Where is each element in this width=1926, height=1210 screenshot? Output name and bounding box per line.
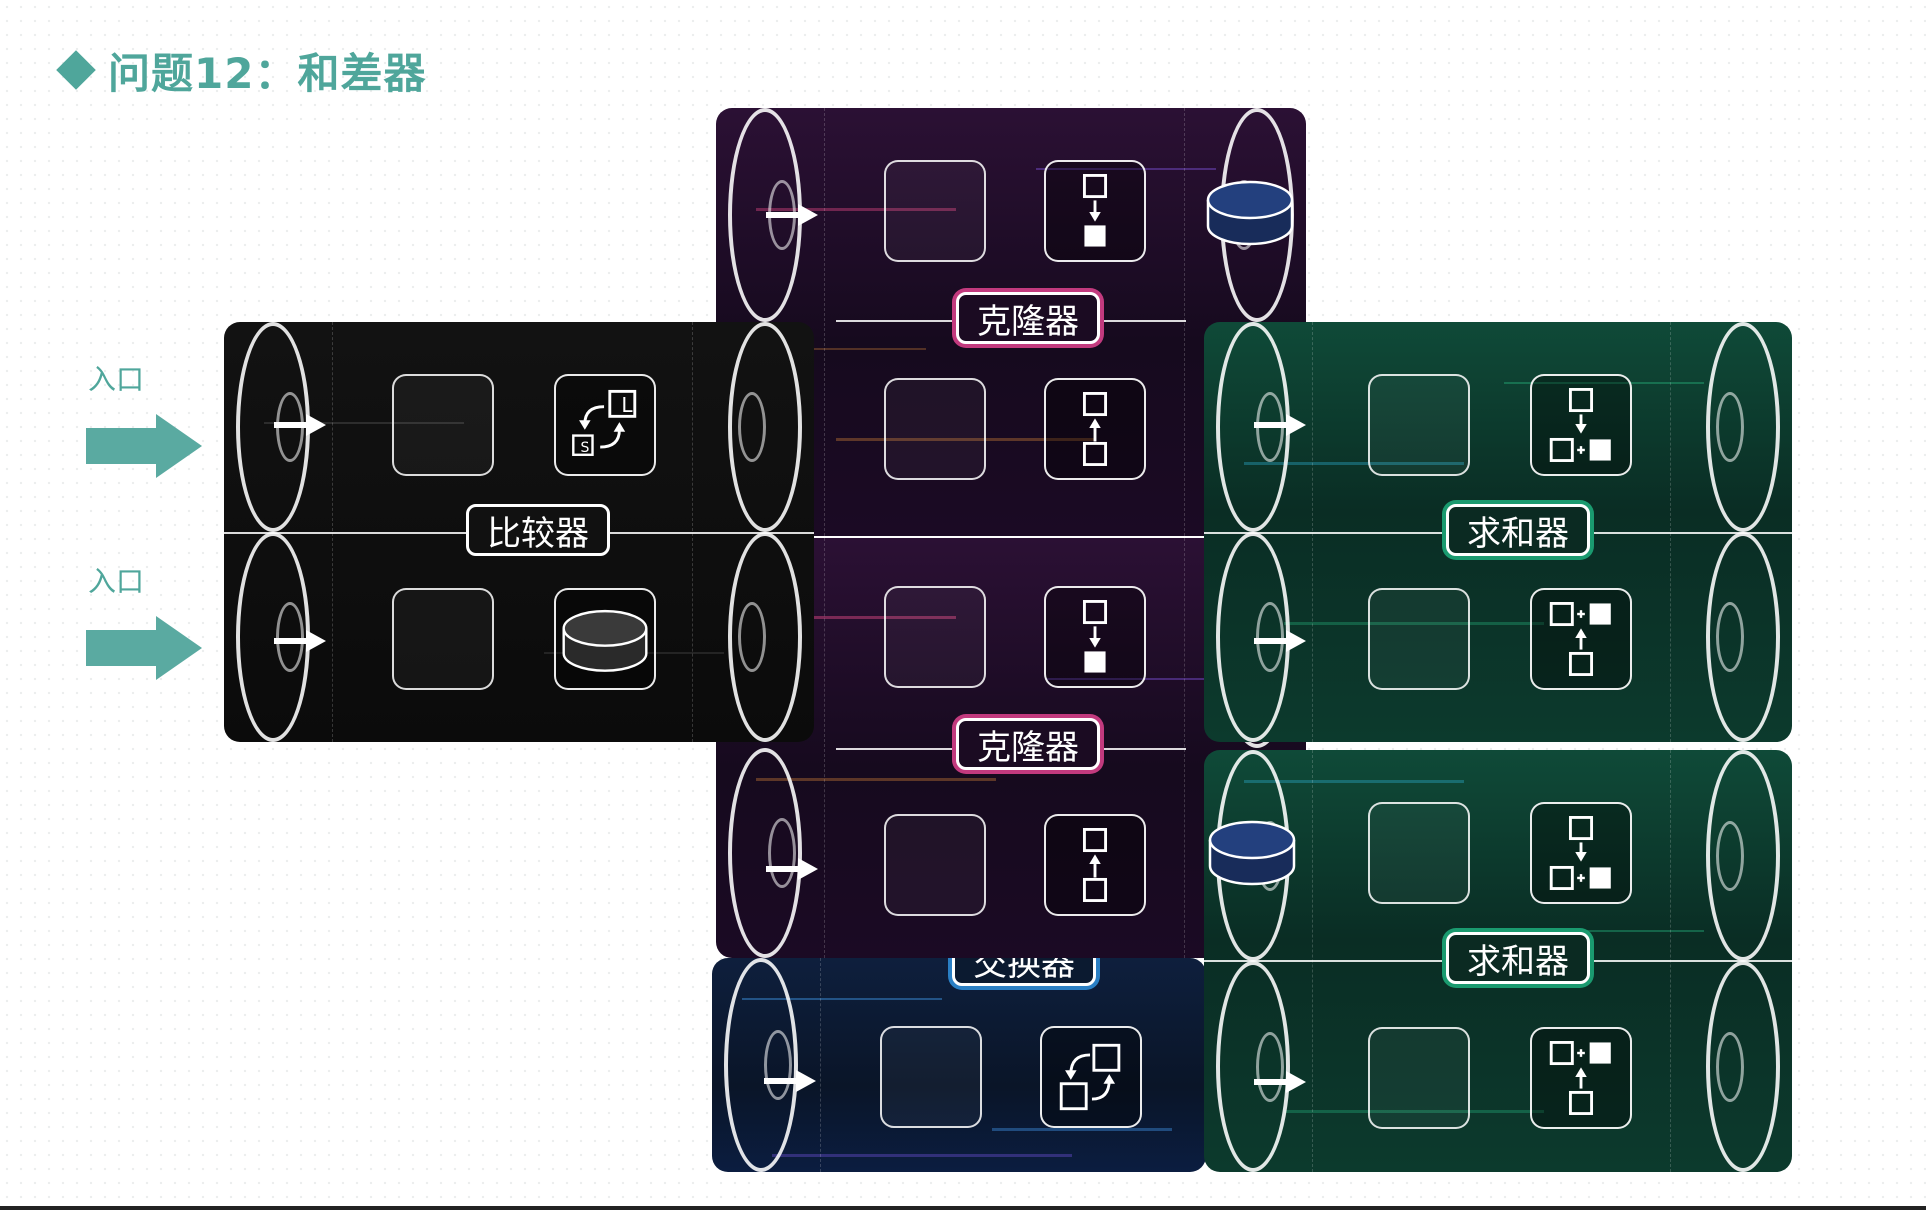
entry-arrow-icon bbox=[86, 414, 202, 478]
page-title: 问题12：和差器 bbox=[52, 42, 426, 98]
move-down-icon[interactable] bbox=[1044, 160, 1146, 262]
input-arrow-icon bbox=[274, 630, 326, 652]
input-slot[interactable] bbox=[884, 160, 986, 262]
lane-ring bbox=[1706, 322, 1780, 532]
lane-ring bbox=[1706, 532, 1780, 742]
input-slot[interactable] bbox=[1368, 374, 1470, 476]
token-icon[interactable] bbox=[1204, 166, 1296, 258]
large-letter: L bbox=[621, 393, 633, 417]
adder-label: 求和器 bbox=[1446, 932, 1590, 984]
move-down-icon[interactable] bbox=[1044, 586, 1146, 688]
diamond-icon bbox=[56, 50, 96, 90]
token-icon[interactable] bbox=[1206, 806, 1298, 898]
token-cylinder-icon[interactable] bbox=[554, 588, 656, 690]
input-slot[interactable] bbox=[392, 374, 494, 476]
input-slot[interactable] bbox=[884, 586, 986, 688]
input-slot[interactable] bbox=[1368, 588, 1470, 690]
bottom-rule bbox=[0, 1206, 1926, 1210]
lane-ring bbox=[728, 322, 802, 532]
swapper-module[interactable]: 交换器 bbox=[712, 958, 1206, 1172]
adder-label: 求和器 bbox=[1446, 504, 1590, 556]
input-arrow-icon bbox=[1254, 414, 1306, 436]
lane-ring bbox=[1706, 750, 1780, 961]
input-slot[interactable] bbox=[884, 814, 986, 916]
input-arrow-icon bbox=[764, 1070, 816, 1092]
clone-module-top[interactable]: 克隆器 bbox=[716, 108, 1306, 536]
move-up-icon[interactable] bbox=[1044, 814, 1146, 916]
small-letter: S bbox=[580, 440, 590, 456]
input-slot[interactable] bbox=[1368, 802, 1470, 904]
input-slot[interactable] bbox=[880, 1026, 982, 1128]
entry-top: 入口 bbox=[86, 360, 206, 482]
entry-label: 入口 bbox=[88, 565, 145, 598]
entry-bottom: 入口 bbox=[86, 562, 206, 684]
add-up-icon[interactable] bbox=[1530, 1027, 1632, 1129]
clone-label: 克隆器 bbox=[956, 718, 1100, 770]
input-slot[interactable] bbox=[392, 588, 494, 690]
move-up-icon[interactable] bbox=[1044, 378, 1146, 480]
lane-ring bbox=[728, 532, 802, 742]
clone-label: 克隆器 bbox=[956, 292, 1100, 344]
comparator-label: 比较器 bbox=[466, 504, 610, 556]
input-arrow-icon bbox=[1254, 630, 1306, 652]
input-slot[interactable] bbox=[1368, 1027, 1470, 1129]
input-arrow-icon bbox=[766, 858, 818, 880]
input-arrow-icon bbox=[1254, 1071, 1306, 1093]
page-title-text: 问题12：和差器 bbox=[108, 48, 427, 98]
lane-ring bbox=[728, 748, 802, 958]
adder-module-top[interactable]: 求和器 bbox=[1204, 322, 1792, 742]
lane-ring bbox=[1706, 961, 1780, 1172]
add-down-icon[interactable] bbox=[1530, 374, 1632, 476]
input-arrow-icon bbox=[766, 204, 818, 226]
comparator-module[interactable]: L S 比较器 bbox=[224, 322, 814, 742]
input-arrow-icon bbox=[274, 414, 326, 436]
lane-ring bbox=[1216, 961, 1290, 1172]
add-up-icon[interactable] bbox=[1530, 588, 1632, 690]
adder-module-bottom[interactable]: 求和器 bbox=[1204, 750, 1792, 1172]
compare-swap-icon[interactable]: L S bbox=[554, 374, 656, 476]
swapper-label: 交换器 bbox=[952, 958, 1096, 986]
add-down-icon[interactable] bbox=[1530, 802, 1632, 904]
entry-label: 入口 bbox=[88, 363, 145, 396]
lane-ring bbox=[724, 958, 798, 1172]
swap-icon[interactable] bbox=[1040, 1026, 1142, 1128]
input-slot[interactable] bbox=[884, 378, 986, 480]
entry-arrow-icon bbox=[86, 616, 202, 680]
